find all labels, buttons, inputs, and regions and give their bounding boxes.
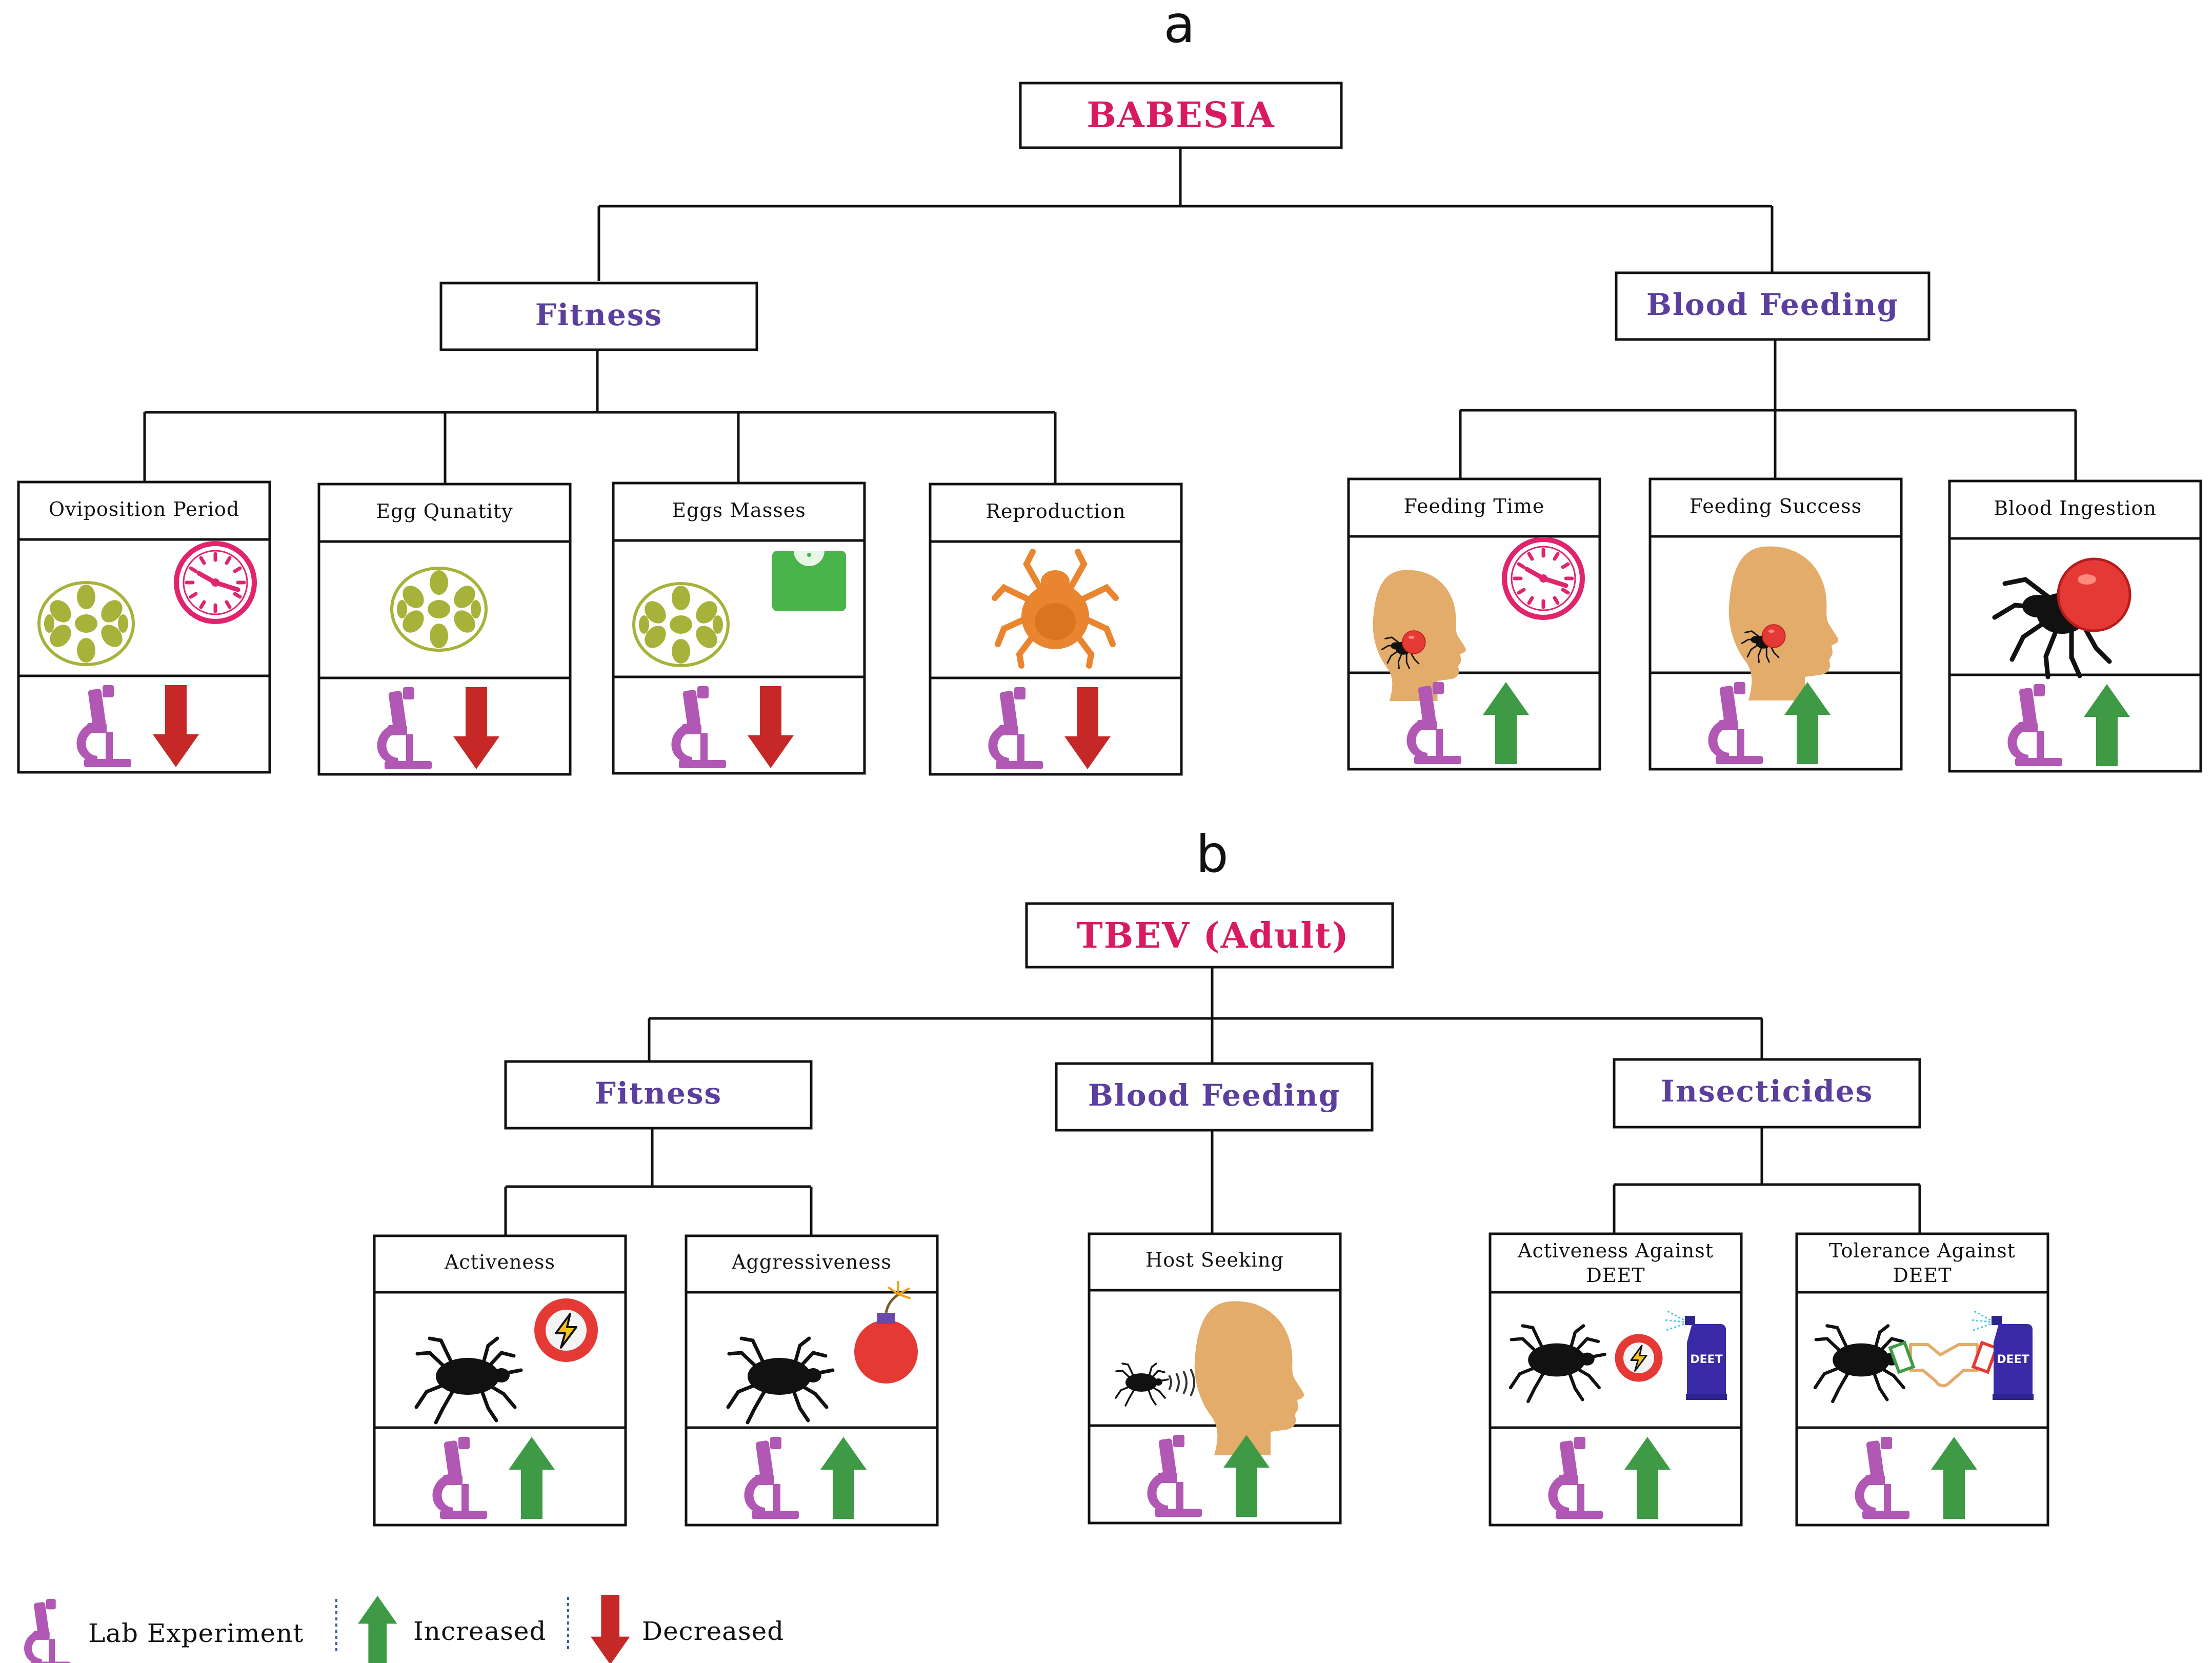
legend-decreased-label: Decreased: [642, 1616, 784, 1646]
leaf-card-feeding-time: Feeding Time: [1347, 477, 1601, 771]
leaf-label: Egg Qunatity: [376, 500, 513, 523]
increased-arrow-icon: [358, 1596, 397, 1663]
egg-cluster-icon: [39, 583, 133, 665]
panel-a-connectors: [143, 148, 2077, 484]
category-label: Blood Feeding: [1088, 1078, 1340, 1113]
leaf-card-oviposition-period: Oviposition Period: [17, 480, 271, 774]
deet-spray-icon: DEET: [1970, 1310, 2035, 1401]
egg-cluster-icon: [392, 568, 486, 650]
deet-spray-icon: DEET: [1663, 1310, 1728, 1401]
category-label: Blood Feeding: [1646, 287, 1899, 322]
legend: Lab Experiment Increased Decreased: [24, 1595, 784, 1663]
leaf-label-line-1: Tolerance Against: [1829, 1239, 2016, 1262]
panel-b-letter: b: [1196, 824, 1228, 884]
legend-lab-experiment-label: Lab Experiment: [88, 1618, 304, 1648]
leaf-label: Feeding Success: [1690, 495, 1862, 517]
root-node-tbev-adult: TBEV (Adult): [1025, 902, 1394, 969]
leaf-label: Activeness: [444, 1251, 555, 1273]
root-node-babesia: BABESIA: [1019, 82, 1343, 149]
category-label: Insecticides: [1661, 1074, 1873, 1109]
deet-label: DEET: [1690, 1353, 1722, 1366]
leaf-label: Reproduction: [986, 500, 1125, 523]
clock-icon: [1504, 539, 1582, 617]
deet-label: DEET: [1997, 1353, 2029, 1366]
leaf-card-activeness-against-deet: Activeness Against DEET DEET: [1489, 1232, 1743, 1527]
clock-icon: [176, 544, 254, 622]
microscope-icon: [24, 1599, 71, 1663]
panel-a: a BABESIA Fitness Blood Feeding Oviposit…: [17, 0, 2202, 776]
panel-b-connectors: [504, 967, 1921, 1237]
leaf-label: Aggressiveness: [731, 1251, 892, 1273]
weighing-scale-icon: [772, 551, 846, 611]
leaf-label: Feeding Time: [1404, 495, 1545, 517]
egg-cluster-icon: [634, 584, 728, 666]
root-label: TBEV (Adult): [1077, 915, 1350, 956]
leaf-label: Blood Ingestion: [1994, 497, 2157, 519]
leaf-card-blood-ingestion: Blood Ingestion: [1948, 479, 2202, 773]
category-node-fitness: Fitness: [504, 1060, 813, 1130]
leaf-card-activeness: Activeness: [373, 1234, 627, 1527]
category-node-insecticides: Insecticides: [1613, 1058, 1921, 1129]
panel-b: b TBEV (Adult) Fitness Blood Feeding Ins…: [373, 824, 2049, 1527]
leaf-card-eggs-masses: Eggs Masses: [612, 482, 866, 775]
category-label: Fitness: [535, 297, 662, 332]
leaf-label-line-2: DEET: [1586, 1264, 1645, 1287]
decreased-arrow-icon: [591, 1595, 630, 1663]
leaf-card-egg-quantity: Egg Qunatity: [317, 483, 572, 776]
sensing-waves-icon: [1168, 1369, 1195, 1396]
category-node-blood-feeding: Blood Feeding: [1615, 271, 1931, 341]
legend-increased-label: Increased: [413, 1616, 547, 1646]
category-node-blood-feeding: Blood Feeding: [1055, 1062, 1374, 1132]
leaf-label: Eggs Masses: [672, 499, 806, 522]
leaf-card-host-seeking: Host Seeking: [1088, 1232, 1342, 1525]
leaf-card-reproduction: Reproduction: [929, 483, 1183, 776]
leaf-card-tolerance-against-deet: Tolerance Against DEET DEET: [1795, 1232, 2049, 1527]
leaf-label-line-1: Activeness Against: [1517, 1239, 1714, 1262]
leaf-label: Oviposition Period: [49, 498, 239, 520]
energy-badge-icon: [1614, 1333, 1663, 1383]
leaf-card-aggressiveness: Aggressiveness: [685, 1234, 939, 1527]
category-node-fitness: Fitness: [439, 282, 758, 351]
category-label: Fitness: [595, 1076, 722, 1111]
leaf-card-feeding-success: Feeding Success: [1648, 477, 1903, 771]
energy-badge-icon: [533, 1297, 599, 1363]
leaf-label-line-2: DEET: [1893, 1264, 1952, 1287]
root-label: BABESIA: [1087, 95, 1275, 136]
leaf-label: Host Seeking: [1145, 1249, 1284, 1271]
panel-a-letter: a: [1163, 0, 1195, 54]
